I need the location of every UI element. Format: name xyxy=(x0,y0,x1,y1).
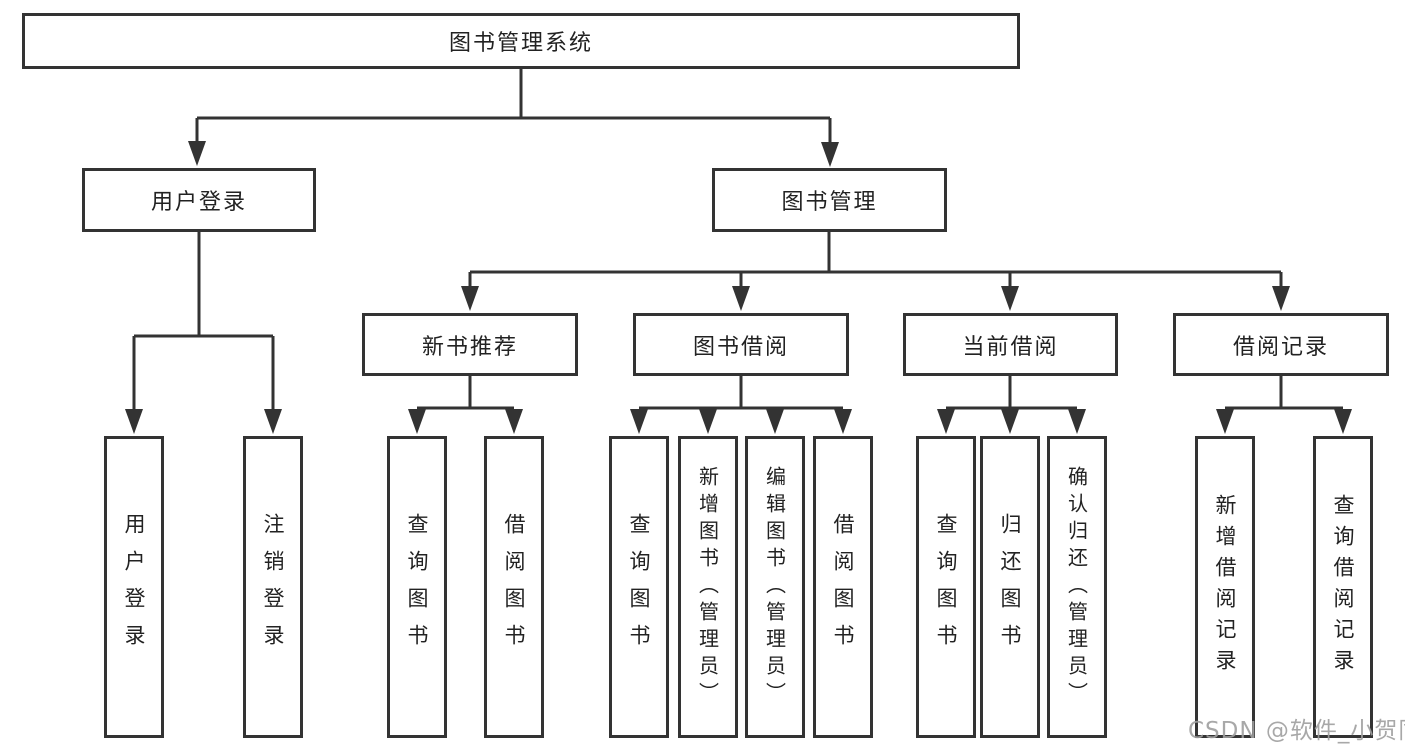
leaf-query-books: 查询图书 xyxy=(916,436,976,738)
leaf-add-books-admin: 新增图书（管理员） xyxy=(678,436,738,738)
node-borrowing-records: 借阅记录 xyxy=(1173,313,1389,376)
node-current-borrowing: 当前借阅 xyxy=(903,313,1118,376)
node-new-book-recommend: 新书推荐 xyxy=(362,313,578,376)
leaf-edit-books-admin: 编辑图书（管理员） xyxy=(745,436,805,738)
node-user-login: 用户登录 xyxy=(82,168,316,232)
leaf-borrow-books: 借阅图书 xyxy=(484,436,544,738)
leaf-user-login: 用户登录 xyxy=(104,436,164,738)
leaf-add-borrow-record: 新增借阅记录 xyxy=(1195,436,1255,738)
leaf-logout: 注销登录 xyxy=(243,436,303,738)
leaf-borrow-books: 借阅图书 xyxy=(813,436,873,738)
leaf-query-books: 查询图书 xyxy=(387,436,447,738)
leaf-query-books: 查询图书 xyxy=(609,436,669,738)
node-book-borrowing: 图书借阅 xyxy=(633,313,849,376)
node-root-system: 图书管理系统 xyxy=(22,13,1020,69)
leaf-query-borrow-record: 查询借阅记录 xyxy=(1313,436,1373,738)
leaf-return-books: 归还图书 xyxy=(980,436,1040,738)
csdn-watermark: CSDN @软件_小贺同学 xyxy=(1188,718,1405,744)
node-book-management: 图书管理 xyxy=(712,168,947,232)
arrowheads xyxy=(125,141,1352,434)
leaf-confirm-return-admin: 确认归还（管理员） xyxy=(1047,436,1107,738)
